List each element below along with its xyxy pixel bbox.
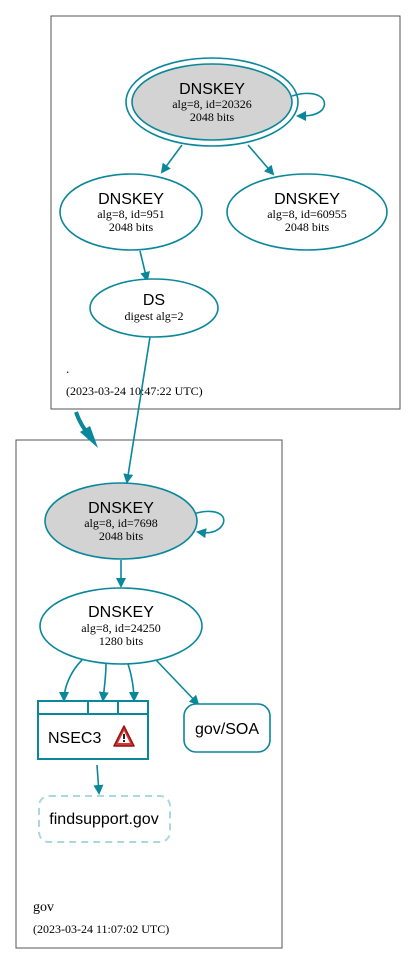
delegation-arrow — [74, 411, 98, 448]
root-ds-detail: digest alg=2 — [124, 309, 183, 323]
root-zsk-60955-bits: 2048 bits — [285, 220, 330, 234]
root-ksk-node[interactable]: DNSKEY alg=8, id=20326 2048 bits — [125, 57, 299, 147]
root-zsk-60955-title: DNSKEY — [274, 191, 340, 208]
gov-zsk-node[interactable]: DNSKEY alg=8, id=24250 1280 bits — [39, 587, 203, 665]
gov-zsk-alg: alg=8, id=24250 — [81, 621, 161, 635]
root-ksk-bits: 2048 bits — [190, 110, 235, 124]
zone-root-name: . — [66, 361, 69, 376]
zone-root-timestamp: (2023-03-24 10:47:22 UTC) — [66, 384, 203, 398]
gov-ksk-title: DNSKEY — [88, 500, 154, 517]
root-zsk-951-bits: 2048 bits — [109, 220, 154, 234]
nsec3-node[interactable]: NSEC3 — [37, 700, 149, 760]
root-edges — [123, 92, 326, 484]
gov-ksk-node[interactable]: DNSKEY alg=8, id=7698 2048 bits — [44, 482, 198, 560]
root-ksk-title: DNSKEY — [179, 81, 245, 98]
gov-ksk-alg: alg=8, id=7698 — [84, 516, 158, 530]
root-zsk-951-alg: alg=8, id=951 — [97, 207, 165, 221]
warning-triangle-icon — [113, 725, 135, 747]
nsec3-label: NSEC3 — [48, 730, 101, 747]
root-ds-title: DS — [143, 292, 165, 309]
gov-edges — [59, 510, 225, 795]
root-zsk-951-title: DNSKEY — [98, 191, 164, 208]
zone-gov-name: gov — [33, 900, 54, 915]
gov-soa-node[interactable]: gov/SOA — [183, 703, 271, 753]
gov-zsk-title: DNSKEY — [88, 604, 154, 621]
gov-ksk-bits: 2048 bits — [99, 529, 144, 543]
gov-zsk-bits: 1280 bits — [99, 634, 144, 648]
root-ds-node[interactable]: DS digest alg=2 — [89, 278, 219, 338]
query-name-label: findsupport.gov — [49, 811, 158, 828]
zone-gov-timestamp: (2023-03-24 11:07:02 UTC) — [33, 922, 169, 936]
root-ksk-alg: alg=8, id=20326 — [172, 97, 252, 111]
query-name-node[interactable]: findsupport.gov — [38, 795, 171, 843]
gov-soa-label: gov/SOA — [195, 721, 259, 738]
root-zsk-60955-alg: alg=8, id=60955 — [267, 207, 347, 221]
root-zsk-60955-node[interactable]: DNSKEY alg=8, id=60955 2048 bits — [226, 173, 388, 251]
root-zsk-951-node[interactable]: DNSKEY alg=8, id=951 2048 bits — [59, 173, 203, 251]
